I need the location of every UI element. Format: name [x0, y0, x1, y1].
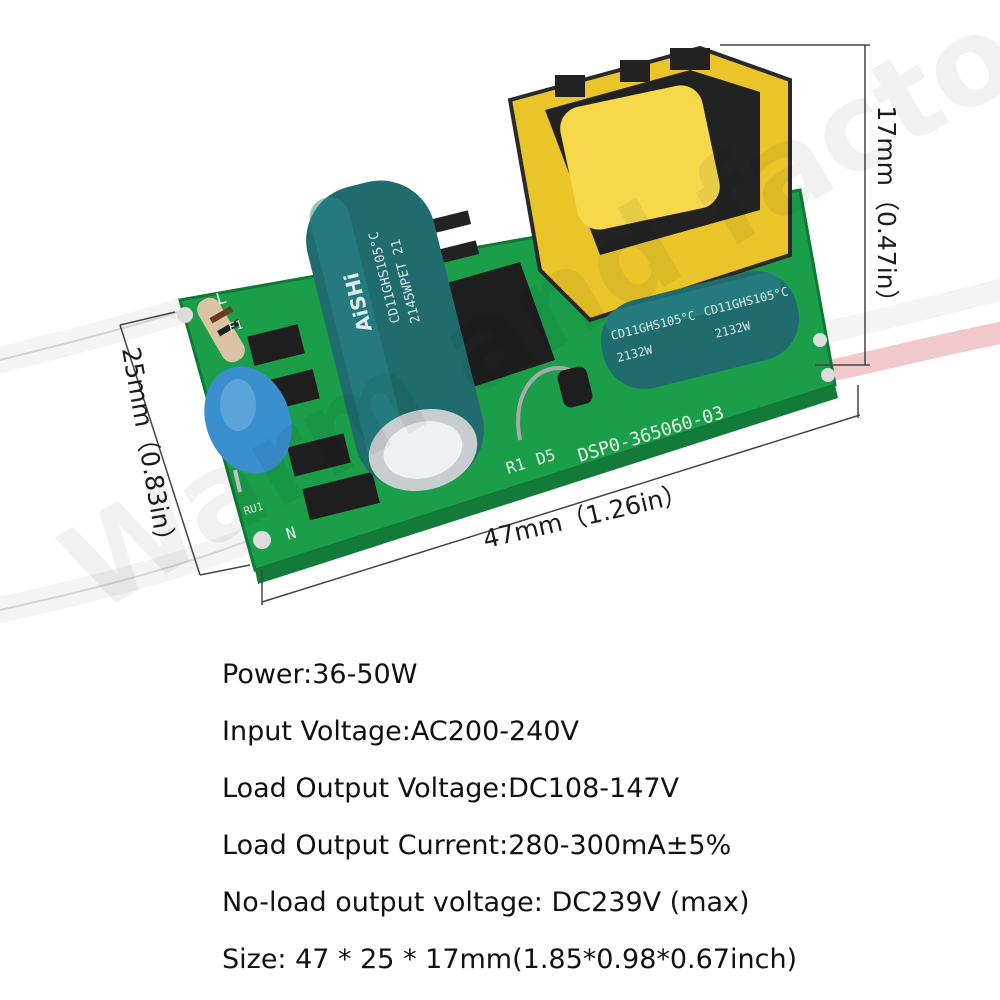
pcb-ru1: RU1	[242, 500, 265, 518]
smd-diode-3	[287, 433, 351, 477]
ic-chip	[440, 262, 555, 388]
spec-output-current: Load Output Current:280-300mA±5%	[222, 830, 732, 861]
fuse-resistor	[197, 297, 245, 363]
large-electrolytic-capacitor: AiSHi CD11GHS105°C 2145WPET 21	[306, 180, 484, 492]
spec-output-voltage: Load Output Voltage:DC108-147V	[222, 773, 680, 804]
spec-input-voltage: Input Voltage:AC200-240V	[222, 716, 579, 747]
spec-size: Size: 47 * 25 * 17mm(1.85*0.98*0.67inch)	[222, 944, 798, 975]
spec-power: Power:36-50W	[222, 659, 418, 690]
spec-noload-voltage: No-load output voltage: DC239V (max)	[222, 887, 750, 918]
transistor	[516, 366, 593, 441]
transformer	[507, 45, 792, 323]
output-wire-red	[814, 322, 1000, 383]
input-wire-bottom	[0, 527, 263, 623]
led-driver-illustration: AiSHi CD11GHS105°C 2145WPET 21 CD11GHS10…	[0, 44, 1000, 623]
smd-diode-4	[302, 471, 380, 521]
spec-list: Power:36-50W Input Voltage:AC200-240V Lo…	[222, 646, 982, 988]
pcb-f1: F1	[227, 317, 245, 335]
product-photo: AiSHi CD11GHS105°C 2145WPET 21 CD11GHS10…	[0, 44, 1000, 623]
ceramic-capacitor	[204, 366, 292, 493]
small-electrolytic-capacitor: CD11GHS105°C CD11GHS105°C 2132W 2132W	[600, 271, 800, 389]
height-dimension-label: 17mm（0.47in）	[872, 105, 901, 315]
smd-diode-1	[247, 324, 305, 366]
output-wire-white	[804, 279, 1000, 346]
pcb-r1: R1	[504, 454, 528, 478]
pcb-d5: D5	[534, 445, 558, 469]
